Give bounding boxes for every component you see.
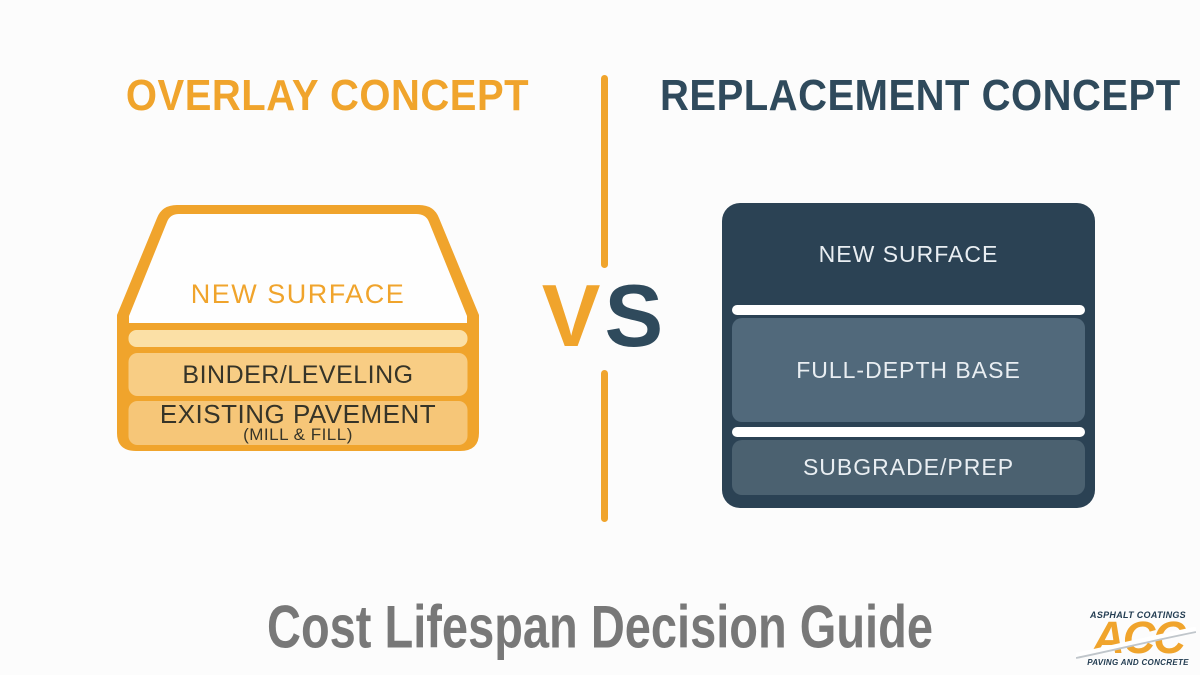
divider-line-top [601,75,608,268]
white-divider-1 [732,305,1085,315]
replacement-concept-heading: REPLACEMENT CONCEPT [660,72,1181,120]
logo-swoosh-icon [1076,626,1196,658]
layer-existing [128,401,468,445]
mill-and-fill-label: (MILL & FILL) [243,425,353,444]
logo-swoosh-underline-icon [1076,631,1196,659]
logo-top-text: ASPHALT COATINGS [1089,610,1186,620]
existing-pavement-label: EXISTING PAVEMENT [160,399,436,429]
layer-new-surface-right: NEW SURFACE [732,203,1085,305]
subgrade-prep-label: SUBGRADE/PREP [802,454,1015,480]
layer-new-surface-left [129,214,467,323]
company-logo: ASPHALT COATINGS ACC PAVING AND CONCRETE [1076,610,1196,667]
full-depth-base-label: FULL-DEPTH BASE [796,356,1021,383]
layer-cream-band [128,330,468,347]
layer-binder [128,353,468,396]
new-surface-left-label: NEW SURFACE [191,279,406,309]
layer-subgrade-prep: SUBGRADE/PREP [732,440,1085,495]
new-surface-right-label: NEW SURFACE [818,240,999,267]
footer-title: Cost Lifespan Decision Guide [267,592,933,661]
vs-text: VS [527,272,682,360]
vs-letter-s: S [604,266,668,365]
white-divider-2 [732,427,1085,437]
logo-bottom-text: PAVING AND CONCRETE [1087,658,1189,667]
divider-line-bottom [601,370,608,522]
vs-letter-v: V [541,266,605,365]
layer-full-depth-base: FULL-DEPTH BASE [732,318,1085,422]
overlay-diagram: NEW SURFACE BINDER/LEVELING EXISTING PAV… [117,205,479,451]
binder-leveling-label: BINDER/LEVELING [182,361,413,389]
overlay-concept-heading: OVERLAY CONCEPT [125,72,530,120]
replacement-diagram: NEW SURFACE FULL-DEPTH BASE SUBGRADE/PRE… [722,203,1095,508]
